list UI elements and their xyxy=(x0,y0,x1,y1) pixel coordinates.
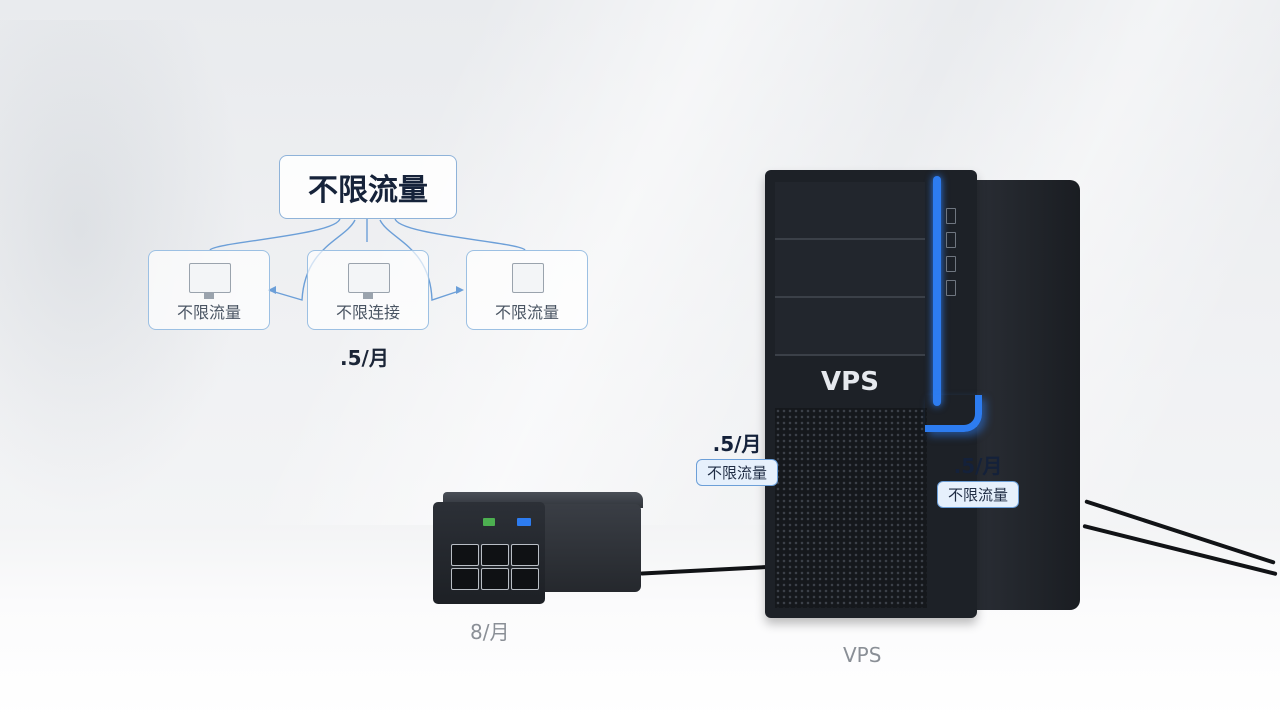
diagram-child-2: 不限连接 xyxy=(307,250,429,330)
vps-tower: VPS xyxy=(765,170,1085,622)
usb-port xyxy=(483,518,495,526)
usb-port xyxy=(517,518,531,526)
tower-badge: VPS xyxy=(821,367,879,397)
ethernet-port xyxy=(451,544,479,566)
price-tag-right: .5/月 不限流量 xyxy=(937,450,1020,508)
monitor-stand xyxy=(204,293,214,299)
diagram-price: .5/月 xyxy=(340,346,389,370)
ethernet-port xyxy=(511,568,539,590)
front-mesh xyxy=(775,408,927,608)
ethernet-port xyxy=(481,544,509,566)
monitor-stand xyxy=(363,293,373,299)
drive-bay xyxy=(775,182,925,240)
router-side xyxy=(543,504,641,592)
traffic-pill: 不限流量 xyxy=(696,459,779,486)
diagram-child-3: 不限流量 xyxy=(466,250,588,330)
child-label: 不限连接 xyxy=(335,303,400,322)
tower-label: VPS xyxy=(843,643,882,667)
ethernet-port xyxy=(511,544,539,566)
price-text: .5/月 xyxy=(953,454,1003,478)
led-curve xyxy=(925,395,982,432)
window-icon xyxy=(512,263,544,293)
monitor-icon xyxy=(189,263,231,293)
drive-bay xyxy=(775,298,925,356)
child-label: 不限流量 xyxy=(494,303,559,322)
led-strip xyxy=(933,176,941,406)
mini-router xyxy=(433,492,648,607)
front-io-ports xyxy=(946,208,956,308)
ethernet-port xyxy=(451,568,479,590)
router-front xyxy=(433,502,545,604)
network-diagram: 不限流量 不限流量 不限连接 不限流量 .5/月 xyxy=(140,150,600,380)
tower-side xyxy=(970,180,1080,610)
ethernet-port xyxy=(481,568,509,590)
diagram-top-box: 不限流量 xyxy=(279,155,457,219)
tower-front: VPS xyxy=(765,170,982,618)
router-label: 8/月 xyxy=(470,620,510,644)
child-label: 不限流量 xyxy=(176,303,241,322)
drive-bay xyxy=(775,240,925,298)
price-text: .5/月 xyxy=(712,432,762,456)
diagram-child-1: 不限流量 xyxy=(148,250,270,330)
price-tag-left: .5/月 不限流量 xyxy=(696,428,779,486)
monitor-icon xyxy=(348,263,390,293)
traffic-pill: 不限流量 xyxy=(937,481,1020,508)
